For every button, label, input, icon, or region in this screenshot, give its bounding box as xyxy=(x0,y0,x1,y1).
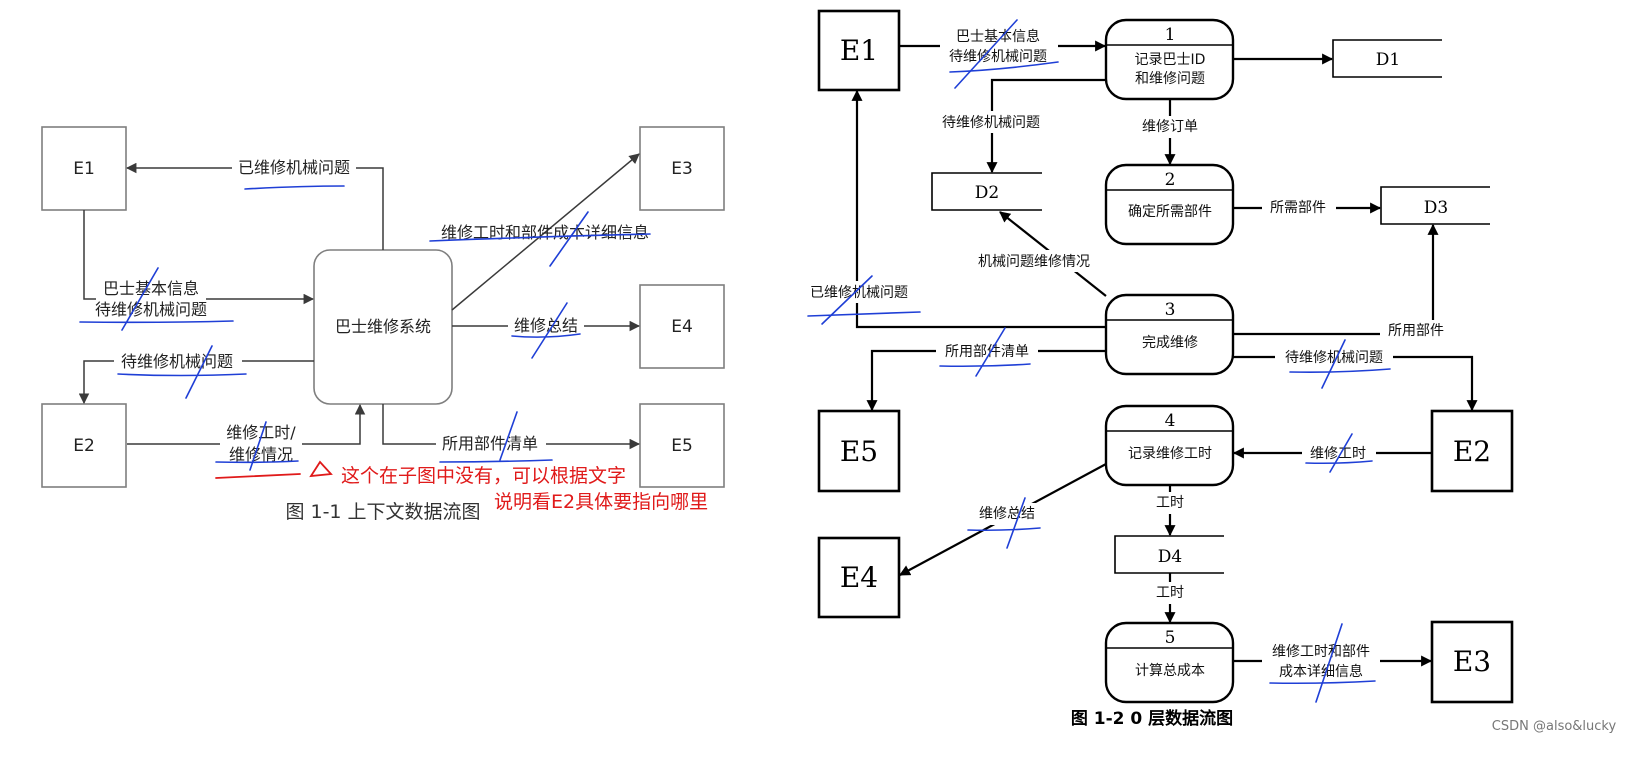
ctx-entity-e2-label: E2 xyxy=(73,436,95,456)
l0-entity-e5: E5 xyxy=(817,409,901,493)
l0-process-1-line1: 记录巴士ID xyxy=(1135,52,1206,68)
ctx-flow-parts xyxy=(382,404,641,450)
ctx-label-summary: 维修总结 xyxy=(514,316,578,335)
l0-store-d1: D1 xyxy=(1332,39,1442,78)
l0-entity-e4-label: E4 xyxy=(840,561,878,594)
ctx-handwritten-marks xyxy=(79,185,651,471)
ctx-entity-e1-label: E1 xyxy=(73,159,95,179)
l0-handwritten-marks xyxy=(807,19,1391,703)
l0-label-cost-1: 维修工时和部件 xyxy=(1272,644,1370,660)
l0-flow-pending-d2 xyxy=(986,78,1106,174)
l0-process-5-num: 5 xyxy=(1165,628,1176,648)
ctx-flow-bus-info xyxy=(83,210,315,305)
l0-process-2: 2 确定所需部件 xyxy=(1104,163,1235,246)
ctx-label-repaired: 已维修机械问题 xyxy=(238,158,350,177)
ctx-entity-e3: E3 xyxy=(639,126,725,211)
l0-process-4: 4 记录维修工时 xyxy=(1104,404,1235,487)
l0-process-3-line1: 完成维修 xyxy=(1142,335,1198,351)
l0-entity-e3: E3 xyxy=(1430,620,1514,704)
l0-entity-e1: E1 xyxy=(817,9,901,92)
l0-entity-e3-label: E3 xyxy=(1453,645,1491,678)
ctx-flow-hours xyxy=(127,403,366,445)
l0-label-hours-in: 维修工时 xyxy=(1310,446,1366,462)
l0-store-d4: D4 xyxy=(1114,535,1224,574)
l0-label-cost-2: 成本详细信息 xyxy=(1279,663,1363,680)
l0-label-order: 维修订单 xyxy=(1142,119,1198,135)
l0-process-4-line1: 记录维修工时 xyxy=(1128,446,1212,462)
l0-label-pending-e2: 待维修机械问题 xyxy=(1285,350,1383,366)
l0-entity-e2-label: E2 xyxy=(1453,435,1491,468)
l0-entity-e5-label: E5 xyxy=(840,435,878,468)
l0-label-parts-used: 所用部件 xyxy=(1388,323,1444,339)
ctx-red-annotation: 这个在子图中没有，可以根据文字 说明看E2具体要指向哪里 xyxy=(215,460,708,513)
ctx-entity-e3-label: E3 xyxy=(671,159,693,179)
l0-flow-parts-used xyxy=(1233,223,1439,336)
l0-process-1-line2: 和维修问题 xyxy=(1135,71,1205,87)
l0-store-d3-label: D3 xyxy=(1424,198,1448,218)
ctx-process-system: 巴士维修系统 xyxy=(313,249,453,405)
l0-label-bus-info-1: 巴士基本信息 xyxy=(956,28,1040,45)
l0-entity-e2: E2 xyxy=(1430,409,1514,493)
l0-process-5: 5 计算总成本 xyxy=(1104,621,1235,704)
ctx-entity-e4: E4 xyxy=(639,284,725,369)
l0-entity-e1-label: E1 xyxy=(840,34,878,67)
l0-process-2-line1: 确定所需部件 xyxy=(1128,204,1212,220)
ctx-label-bus-info-1: 巴士基本信息 xyxy=(103,279,199,298)
l0-process-5-line1: 计算总成本 xyxy=(1135,663,1205,679)
l0-store-d4-label: D4 xyxy=(1158,547,1182,567)
l0-caption: 图 1-2 0 层数据流图 xyxy=(1071,708,1233,729)
ctx-flow-repaired xyxy=(125,162,384,250)
ctx-entity-e2: E2 xyxy=(41,403,127,488)
level0-diagram: E1 E2 E3 E4 E5 1 记录巴士ID 和维修问题 xyxy=(800,9,1617,734)
l0-store-d2: D2 xyxy=(931,172,1042,211)
ctx-label-pending: 待维修机械问题 xyxy=(121,352,233,371)
context-diagram: E1 E2 E3 E4 E5 巴士维修系统 xyxy=(41,126,725,523)
ctx-note-2: 说明看E2具体要指向哪里 xyxy=(494,491,708,513)
l0-label-bus-info-2: 待维修机械问题 xyxy=(949,49,1047,65)
l0-label-mech-status: 机械问题维修情况 xyxy=(978,254,1090,270)
ctx-note-1: 这个在子图中没有，可以根据文字 xyxy=(341,465,626,487)
watermark: CSDN @also&lucky xyxy=(1492,719,1617,734)
l0-entity-e4: E4 xyxy=(817,536,901,619)
l0-label-pending-d2: 待维修机械问题 xyxy=(942,115,1040,131)
ctx-entity-e5-label: E5 xyxy=(671,436,693,456)
ctx-label-hours-1: 维修工时/ xyxy=(226,423,296,442)
ctx-entity-e4-label: E4 xyxy=(671,317,693,337)
l0-label-parts-needed: 所需部件 xyxy=(1270,200,1326,216)
l0-process-4-num: 4 xyxy=(1165,411,1176,431)
ctx-entity-e1: E1 xyxy=(41,126,127,211)
l0-label-hours-2: 工时 xyxy=(1156,585,1184,601)
l0-store-d1-label: D1 xyxy=(1376,50,1400,70)
l0-process-3-num: 3 xyxy=(1165,300,1176,320)
ctx-label-cost: 维修工时和部件成本详细信息 xyxy=(441,223,649,242)
ctx-caption: 图 1-1 上下文数据流图 xyxy=(285,501,480,523)
l0-label-repaired: 已维修机械问题 xyxy=(810,285,908,301)
l0-store-d2-label: D2 xyxy=(975,183,999,203)
l0-process-2-num: 2 xyxy=(1165,170,1176,190)
l0-process-3: 3 完成维修 xyxy=(1104,293,1235,376)
ctx-label-hours-2: 维修情况 xyxy=(229,445,293,464)
l0-flow-repaired xyxy=(851,89,1106,329)
l0-process-1-num: 1 xyxy=(1165,25,1176,45)
l0-process-1: 1 记录巴士ID 和维修问题 xyxy=(1104,18,1235,101)
ctx-entity-e5: E5 xyxy=(639,403,725,488)
ctx-label-parts: 所用部件清单 xyxy=(442,434,538,453)
ctx-label-bus-info-2: 待维修机械问题 xyxy=(95,300,207,319)
ctx-flow-cost xyxy=(451,153,640,311)
l0-label-parts-list: 所用部件清单 xyxy=(945,344,1029,360)
ctx-process-label: 巴士维修系统 xyxy=(335,317,431,336)
l0-label-summary: 维修总结 xyxy=(979,506,1035,522)
l0-store-d3: D3 xyxy=(1380,186,1490,225)
l0-label-hours-1: 工时 xyxy=(1156,495,1184,511)
